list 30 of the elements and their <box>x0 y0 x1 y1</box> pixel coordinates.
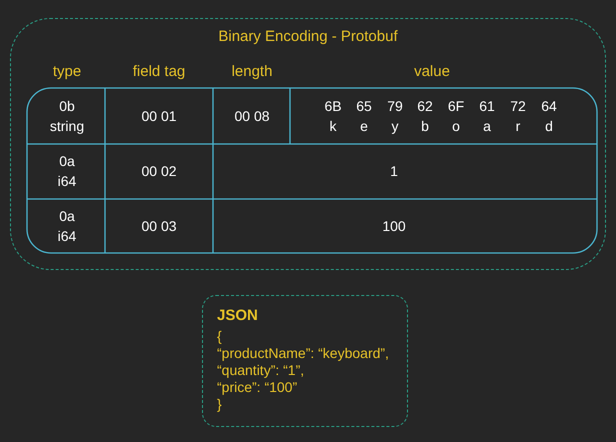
code-line: “productName”: “keyboard”, <box>217 345 389 362</box>
field-value: 100 <box>382 217 406 236</box>
code-line: “price”: “100” <box>217 379 298 396</box>
dashed-group-frame <box>10 18 606 270</box>
code-line: { <box>217 328 222 345</box>
byte-value: 6B k <box>324 97 342 136</box>
column-header: field tag <box>132 62 186 82</box>
byte-value: 6F o <box>448 97 464 136</box>
field-value: 1 <box>390 162 398 181</box>
code-line: “quantity”: “1”, <box>217 362 304 379</box>
byte-value: 61 a <box>479 97 495 136</box>
column-header: type <box>52 62 82 82</box>
byte-value: 72 r <box>510 97 526 136</box>
byte-value: 65 e <box>356 97 372 136</box>
type-label: 0b string <box>50 97 84 136</box>
field-tag-value: 00 03 <box>141 217 177 236</box>
byte-value: 79 y <box>387 97 403 136</box>
type-label: 0a i64 <box>58 207 76 246</box>
length-value: 00 08 <box>234 107 270 126</box>
code-line: } <box>217 396 222 413</box>
type-label: 0a i64 <box>58 152 76 191</box>
column-header: value <box>414 62 450 82</box>
byte-value: 62 b <box>417 97 433 136</box>
byte-value: 64 d <box>541 97 557 136</box>
panel-heading: JSON <box>217 307 258 325</box>
frame-title: Binary Encoding - Protobuf <box>218 27 398 47</box>
field-tag-value: 00 02 <box>141 162 177 181</box>
field-tag-value: 00 01 <box>141 107 177 126</box>
column-header: length <box>232 62 272 82</box>
code-panel <box>202 295 408 427</box>
